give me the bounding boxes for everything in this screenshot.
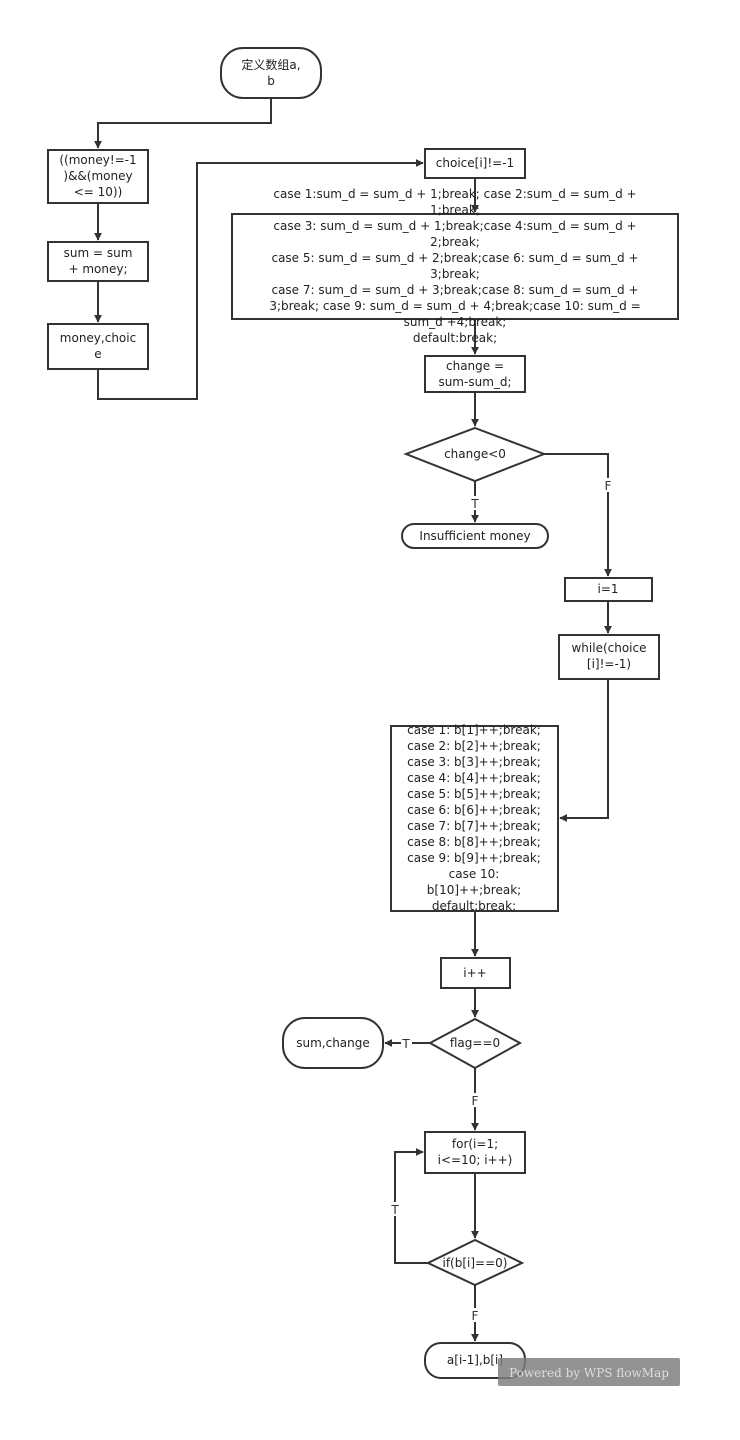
edge-define-to-condition [94,98,272,149]
node-insufficient-text: Insufficient money [419,529,530,543]
node-if-check[interactable]: if(b[i]==0) [425,1238,525,1287]
node-switch-b-text: case 1: b[1]++;break;case 2: b[2]++;brea… [407,723,541,913]
edge-label-flag-true: T [401,1037,410,1051]
node-input-condition[interactable]: ((money!=-1)&&(money<= 10)) [47,149,149,204]
node-for-loop[interactable]: for(i=1;i<=10; i++) [424,1131,526,1174]
node-insufficient[interactable]: Insufficient money [401,523,549,549]
node-choice-check-text: choice[i]!=-1 [436,156,514,170]
nodes: 定义数组a,b ((money!=-1)&&(money<= 10)) sum … [47,47,679,1379]
edge-label-if-false: F [472,1309,479,1323]
node-switch-b[interactable]: case 1: b[1]++;break;case 2: b[2]++;brea… [390,723,559,913]
edge-money-choice-to-choice-check [97,159,424,400]
node-sum-update-text: sum = sum+ money; [64,246,133,276]
edge-label-flag-false: F [472,1094,479,1108]
node-output-a-b-text: a[i-1],b[i] [447,1353,503,1367]
node-define-arrays[interactable]: 定义数组a,b [220,47,322,99]
watermark-text: Powered by WPS flowMap [509,1366,669,1380]
node-switch-sum-d-text: case 1:sum_d = sum_d + 1;break; case 2:s… [269,187,640,345]
node-output-sum-change[interactable]: sum,change [282,1017,384,1069]
node-change-check[interactable]: change<0 [403,426,547,483]
edge-label-change-true: T [470,497,479,511]
node-flag-check-text: flag==0 [450,1036,500,1050]
edge-labels: T F T F T F [390,478,614,1323]
node-output-sum-change-text: sum,change [296,1036,370,1050]
edge-label-change-false: F [605,479,612,493]
node-sum-update[interactable]: sum = sum+ money; [47,241,149,282]
node-increment-i-text: i++ [463,966,486,980]
edge-check-false-to-init [544,453,612,577]
edge-label-if-true: T [390,1203,399,1217]
node-switch-sum-d[interactable]: case 1:sum_d = sum_d + 1;break; case 2:s… [231,187,679,345]
node-flag-check[interactable]: flag==0 [427,1017,523,1070]
node-if-check-text: if(b[i]==0) [443,1256,508,1270]
watermark-background [498,1358,680,1386]
node-while-loop[interactable]: while(choice[i]!=-1) [558,634,660,680]
watermark: Powered by WPS flowMap [498,1358,680,1386]
node-change-check-text: change<0 [444,447,506,461]
node-init-i[interactable]: i=1 [564,577,653,602]
node-init-i-text: i=1 [597,582,618,596]
node-increment-i[interactable]: i++ [440,957,511,989]
node-while-loop-text: while(choice[i]!=-1) [571,641,646,671]
node-input-condition-text: ((money!=-1)&&(money<= 10)) [59,153,136,199]
node-choice-check[interactable]: choice[i]!=-1 [424,148,526,179]
node-define-arrays-text: 定义数组a,b [241,57,300,88]
node-for-loop-text: for(i=1;i<=10; i++) [438,1137,513,1167]
node-change-calc-text: change =sum-sum_d; [438,359,511,389]
node-change-calc[interactable]: change =sum-sum_d; [424,355,526,393]
edge-while-to-switch-b [559,679,609,822]
